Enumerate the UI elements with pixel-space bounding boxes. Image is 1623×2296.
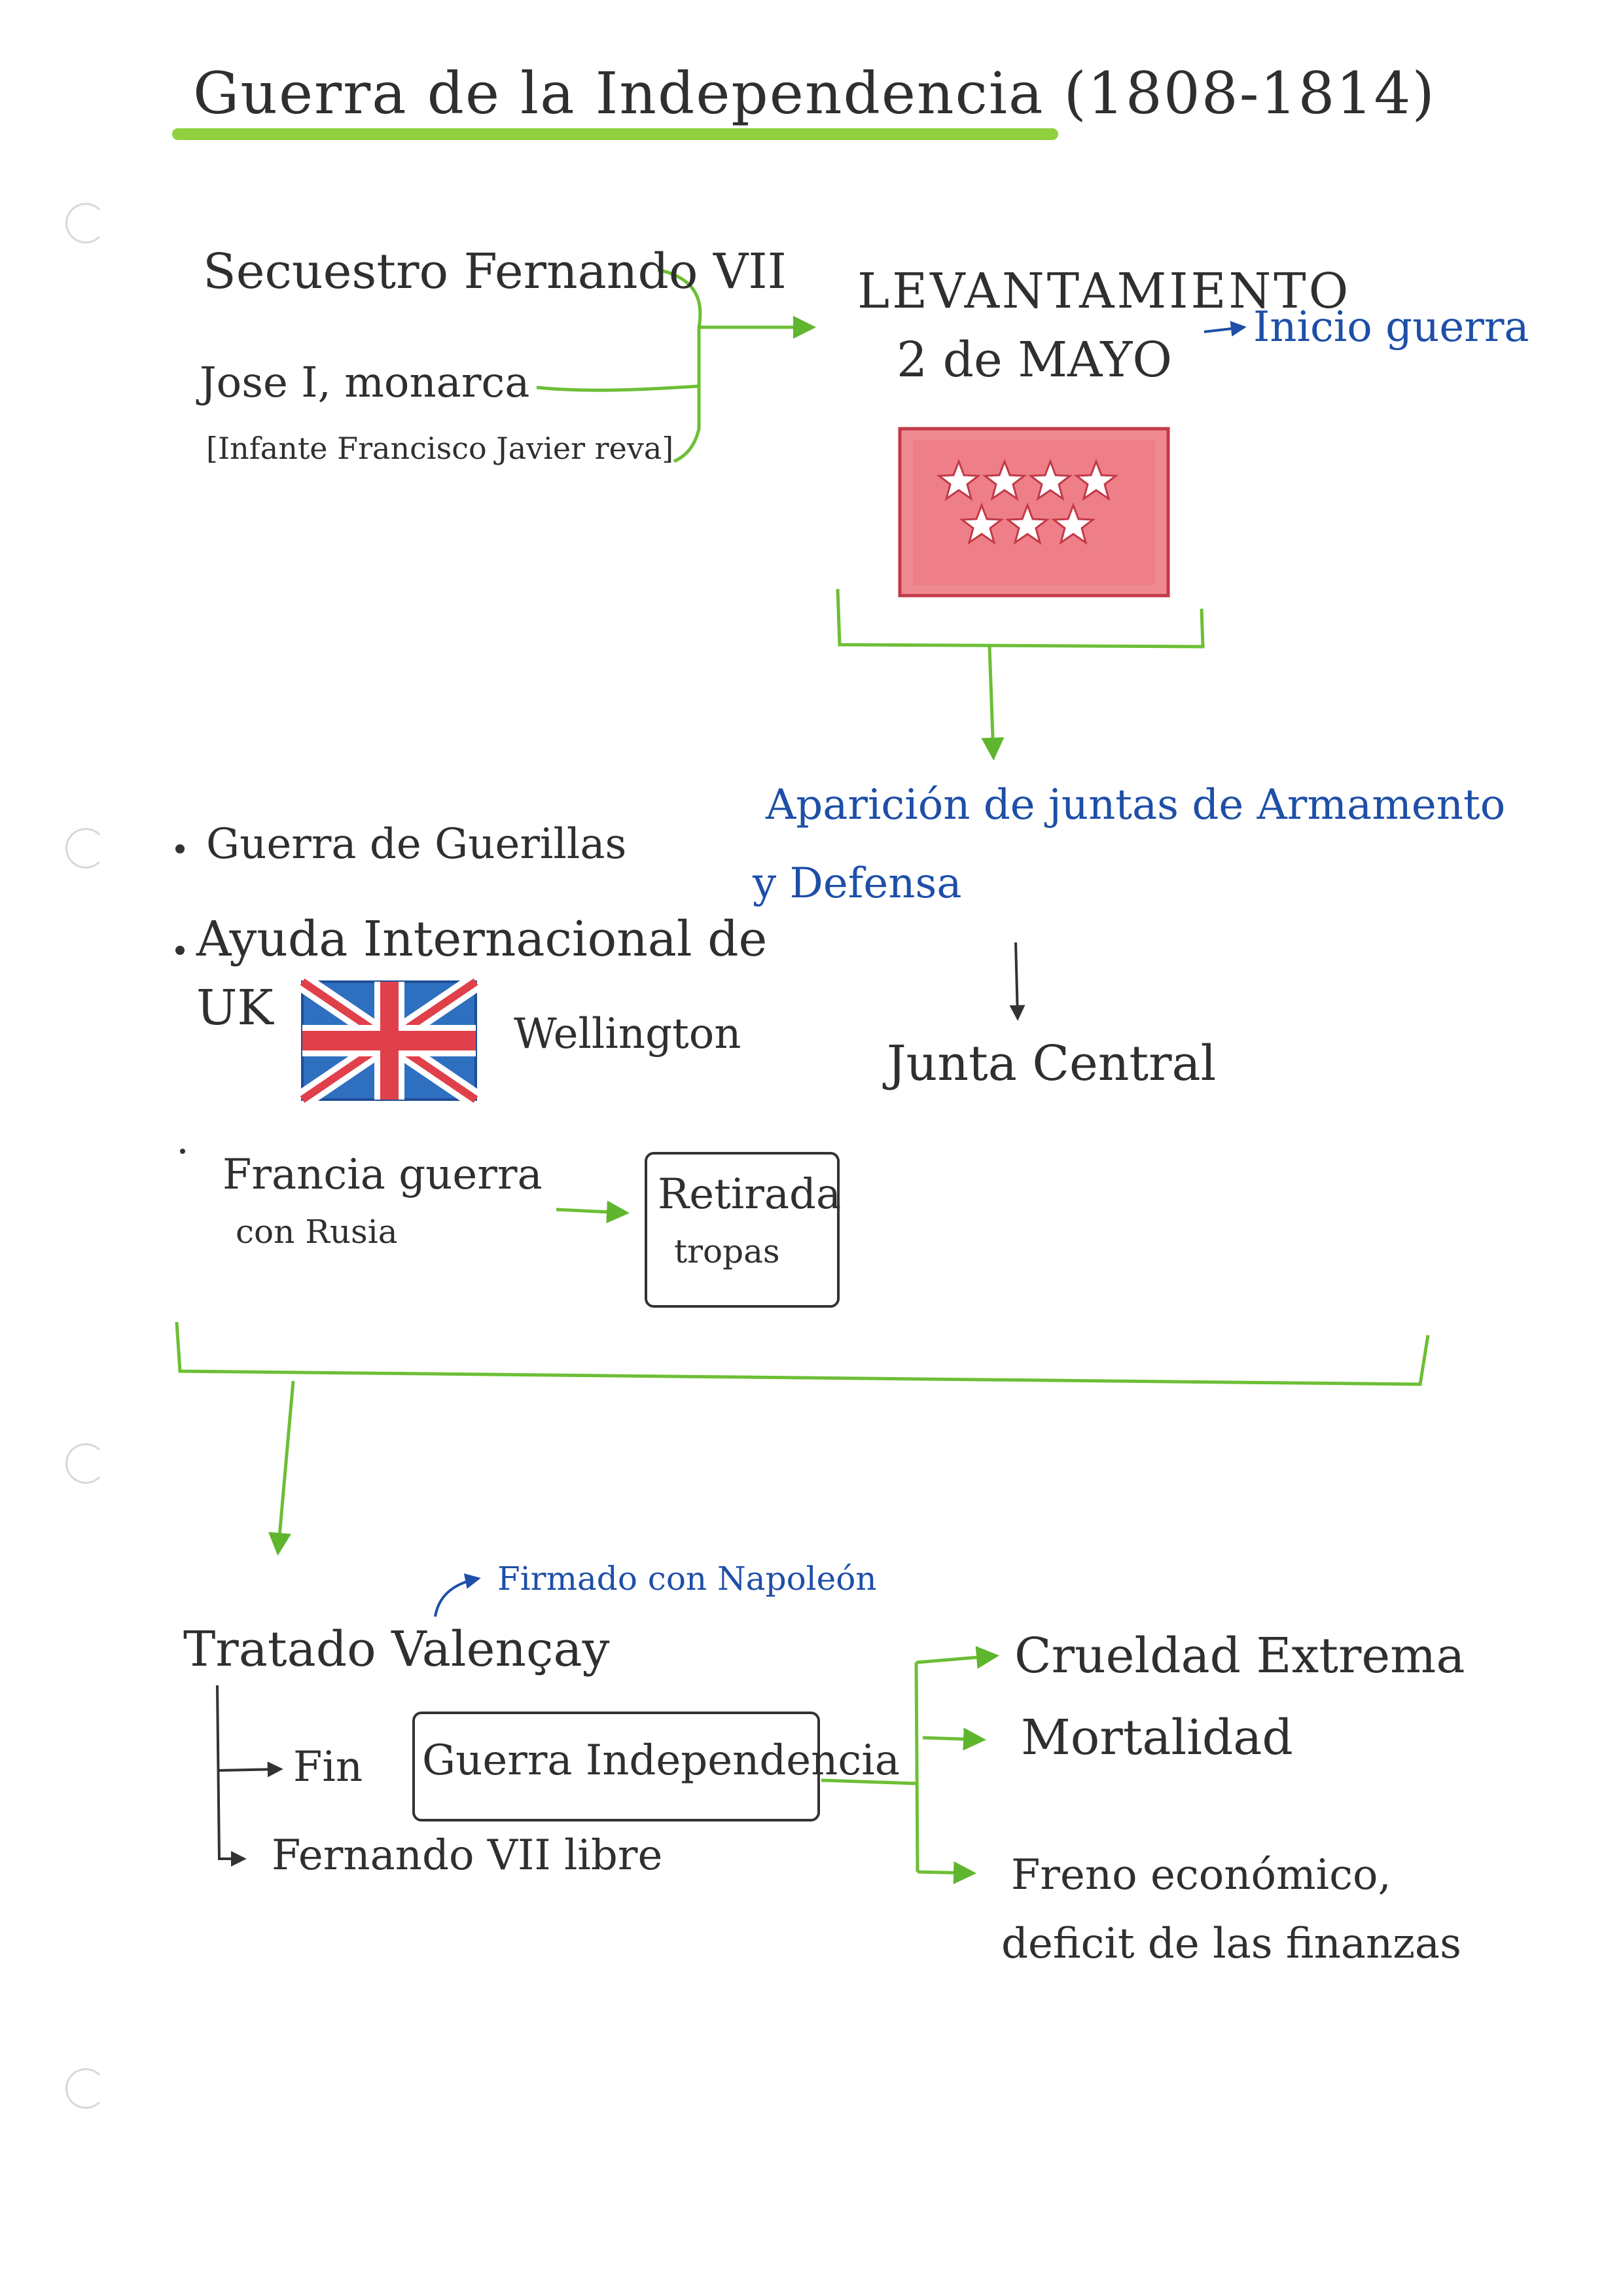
inicio-guerra-note: Inicio guerra (1253, 303, 1529, 351)
treaty-branch (218, 1761, 283, 1778)
cons-arrow-2 (922, 1727, 986, 1751)
uprising-title: LEVANTAMIENTO (857, 263, 1351, 319)
retreat-box (645, 1152, 840, 1308)
war-box-label: Guerra Independencia (422, 1736, 900, 1785)
treaty-fernando: Fernando VII libre (272, 1831, 663, 1880)
binder-hole (65, 2068, 106, 2109)
binder-hole (65, 203, 106, 243)
uprising-date: 2 de MAYO (897, 332, 1173, 388)
treaty-tree (216, 1685, 247, 1867)
retreat-line1: Retirada (658, 1170, 842, 1219)
jose-connector (536, 384, 700, 392)
cause-secuestro: Secuestro Fernando VII (203, 243, 787, 300)
juntas-line1: Aparición de juntas de Armamento (766, 781, 1506, 829)
union-jack-icon (296, 973, 482, 1108)
consequence-freno-2: deficit de las finanzas (1001, 1920, 1461, 1968)
junta-central: Junta Central (887, 1035, 1217, 1092)
treaty-title: Tratado Valençay (183, 1621, 610, 1677)
treaty-arrow (268, 1380, 295, 1556)
wellington-label: Wellington (514, 1010, 741, 1058)
cause-jose: Jose I, monarca (200, 359, 530, 407)
consequences-tree (821, 1662, 919, 1873)
madrid-flag-icon (898, 427, 1170, 598)
firmado-arrow (434, 1573, 481, 1617)
firmado-note: Firmado con Napoleón (497, 1560, 877, 1598)
cons-arrow-1 (916, 1645, 999, 1669)
binder-hole (65, 1443, 106, 1484)
factor-aid-uk: UK (196, 980, 274, 1036)
bullet (175, 946, 185, 955)
central-arrow (1009, 942, 1026, 1021)
factor-guerrilla: Guerra de Guerillas (206, 820, 627, 869)
bullet (175, 844, 185, 853)
factor-russia-2: con Rusia (236, 1213, 398, 1251)
war-box (412, 1712, 820, 1821)
juntas-arrow (981, 646, 1005, 761)
consequence-mortalidad: Mortalidad (1021, 1710, 1293, 1766)
factor-aid: Ayuda Internacional de (196, 911, 768, 967)
page-title: Guerra de la Independencia (1808-1814) (193, 60, 1436, 127)
consequence-crueldad: Crueldad Extrema (1014, 1628, 1465, 1684)
binder-hole (65, 828, 106, 869)
factor-russia-1: Francia guerra (223, 1151, 543, 1199)
cons-arrow-3 (917, 1861, 976, 1884)
cause-infante: [Infante Francisco Javier reva] (206, 431, 674, 466)
retreat-arrow (556, 1200, 630, 1224)
treaty-fin: Fin (293, 1743, 363, 1791)
consequence-freno-1: Freno económico, (1011, 1851, 1391, 1899)
retreat-line2: tropas (674, 1232, 780, 1270)
factors-bracket (175, 1321, 1430, 1386)
juntas-line2: y Defensa (753, 859, 962, 908)
flag-bracket (836, 588, 1205, 649)
inicio-arrow (1204, 321, 1247, 337)
bullet (180, 1149, 185, 1154)
